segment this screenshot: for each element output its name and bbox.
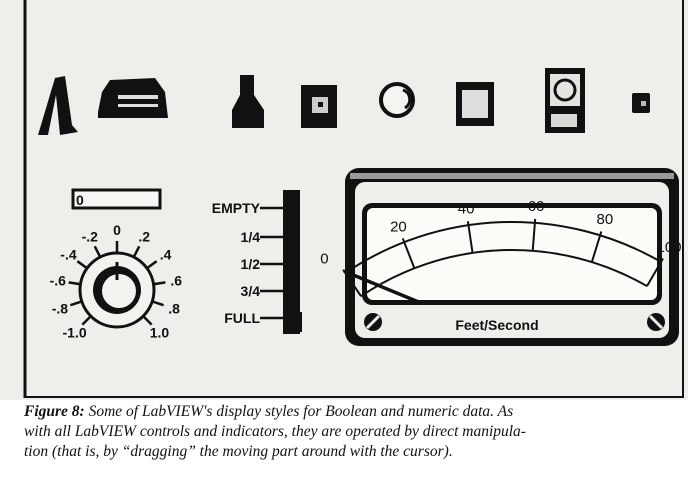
square-button-icon[interactable] xyxy=(301,85,337,128)
tank-label: EMPTY xyxy=(212,200,261,216)
caption-line: tion (that is, by “dragging” the moving … xyxy=(24,443,453,460)
meter-arc xyxy=(344,221,662,274)
toggle-switch-icon[interactable] xyxy=(38,76,78,135)
meter-label: 100 xyxy=(656,239,681,256)
meter-bezel-texture xyxy=(350,173,674,179)
small-led-icon[interactable] xyxy=(632,93,650,113)
caption-text: Some of LabVIEW's display styles for Boo… xyxy=(88,403,514,420)
knob-tick xyxy=(151,300,164,307)
figure-image: 0 -1.0 -.8 -.6 -.4 -.2 0 .2 .4 .6 .8 1.0 EMPTY 1/4 1… xyxy=(0,0,688,400)
knob-tick xyxy=(142,315,153,326)
meter-label: 40 xyxy=(458,200,475,217)
meter-tick xyxy=(646,257,664,287)
tank-label: 3/4 xyxy=(241,283,261,299)
knob-control[interactable]: -1.0 -.8 -.6 -.4 -.2 0 .2 .4 .6 .8 1.0 xyxy=(50,222,183,340)
meter-arc xyxy=(360,249,648,297)
vertical-switch-icon[interactable] xyxy=(545,68,585,133)
knob-tick xyxy=(153,281,166,286)
knob-label: .2 xyxy=(138,229,150,245)
meter-tick xyxy=(401,238,416,269)
knob-label: .4 xyxy=(160,247,172,263)
knob-tick xyxy=(76,260,88,270)
tank-bar xyxy=(283,190,300,334)
round-led-icon[interactable] xyxy=(379,82,415,118)
meter-label: 60 xyxy=(528,198,545,215)
push-button-icon[interactable] xyxy=(232,75,264,128)
meter-label: 0 xyxy=(320,251,328,268)
knob-label: -.6 xyxy=(50,273,67,289)
meter-needle[interactable] xyxy=(343,269,422,305)
meter-tick xyxy=(466,221,474,254)
rocker-switch-icon[interactable] xyxy=(98,78,168,118)
knob-label: 1.0 xyxy=(150,324,170,340)
knob-tick xyxy=(146,260,158,270)
knob-tick xyxy=(70,300,83,307)
tank-level-marker xyxy=(296,312,302,332)
digital-display[interactable]: 0 xyxy=(71,188,162,210)
knob-tick xyxy=(93,245,102,258)
tank-label: 1/2 xyxy=(241,256,261,272)
knob-tick xyxy=(132,245,141,258)
meter-tick xyxy=(590,231,603,263)
knob-label: -.2 xyxy=(82,229,99,245)
caption-line: Figure 8: Some of LabVIEW's display styl… xyxy=(24,402,684,422)
knob-label: .8 xyxy=(168,301,180,317)
knob-label: -1.0 xyxy=(63,324,87,340)
meter-indicator[interactable]: 0 20 40 60 80 100 Feet/Second xyxy=(320,168,682,346)
meter-label: 80 xyxy=(597,211,614,228)
figure-caption: Figure 8: Some of LabVIEW's display styl… xyxy=(24,402,684,462)
tank-label: FULL xyxy=(224,310,260,326)
caption-line: with all LabVIEW controls and indicators… xyxy=(24,423,526,440)
caption-label: Figure 8: xyxy=(24,403,85,420)
knob-label: -.8 xyxy=(52,301,69,317)
meter-tick xyxy=(531,218,537,251)
meter-tick xyxy=(342,269,362,297)
screw-icon xyxy=(647,313,665,331)
digital-display-value: 0 xyxy=(76,192,84,208)
meter-unit: Feet/Second xyxy=(455,317,538,333)
knob-label: .6 xyxy=(170,273,182,289)
knob-face xyxy=(102,274,136,308)
knob-label: -.4 xyxy=(60,247,77,263)
knob-label: 0 xyxy=(113,222,121,238)
square-led-icon[interactable] xyxy=(456,82,494,126)
screw-icon xyxy=(364,313,382,331)
knob-tick xyxy=(68,281,81,286)
knob-tick xyxy=(81,315,92,326)
tank-label: 1/4 xyxy=(241,229,261,245)
meter-label: 20 xyxy=(390,218,407,235)
